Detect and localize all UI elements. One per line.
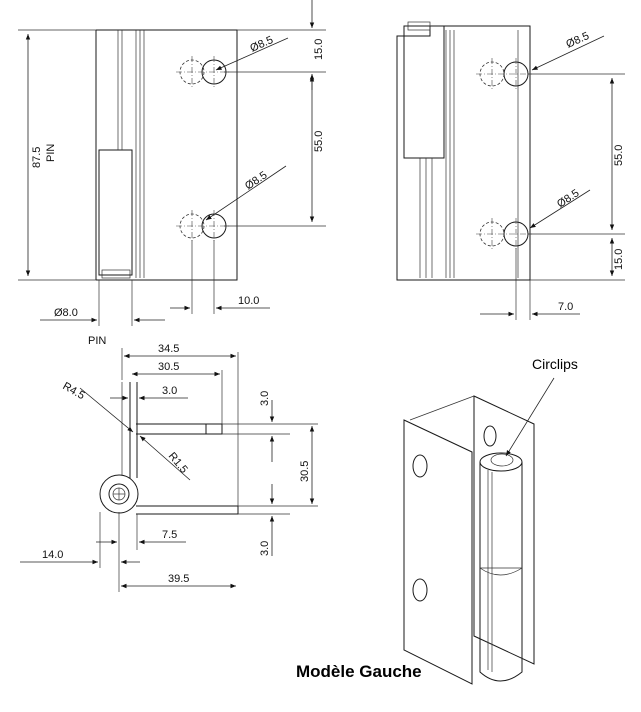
front-dim-mid: 55.0: [313, 131, 325, 152]
circlips-callout: Circlips: [532, 356, 578, 372]
front-dia-top: Ø8.5: [248, 34, 275, 55]
top-radius-inner: R1.5: [166, 450, 190, 476]
side-dia-bottom: Ø8.5: [555, 187, 581, 210]
iso-view: Circlips: [403, 356, 578, 685]
side-dim-mid: 55.0: [613, 145, 625, 166]
figure-caption: Modèle Gauche: [296, 662, 422, 681]
front-pin-label: PIN: [45, 144, 57, 162]
top-view: 34.5 30.5 3.0 PIN R4.5 R1.5 3.0 30.5 3.0…: [20, 335, 318, 592]
top-d-30-5: 30.5: [158, 361, 179, 373]
side-view: 55.0 15.0 Ø8.5 Ø8.5 7.0: [396, 21, 625, 320]
top-pin-label: PIN: [88, 335, 106, 347]
top-d-34-5: 34.5: [158, 343, 179, 355]
front-dim-top: 15.0: [313, 39, 325, 60]
front-dia-bottom: Ø8.5: [243, 169, 269, 192]
side-dim-width: 7.0: [558, 301, 573, 313]
top-d-14-0: 14.0: [42, 549, 63, 561]
top-d-30-5-v: 30.5: [299, 461, 311, 482]
front-view: 87.5 PIN 15.0 55.0 Ø8.5 Ø8.5 Ø8.0 10.0: [18, 0, 326, 326]
front-dia-pin: Ø8.0: [54, 307, 78, 319]
front-height-dim: 87.5: [31, 147, 43, 168]
side-dim-bottom: 15.0: [613, 249, 625, 270]
top-d-3-0-b: 3.0: [259, 391, 271, 406]
top-d-39-5: 39.5: [168, 573, 189, 585]
top-d-3-0-a: 3.0: [162, 385, 177, 397]
top-radius-outer: R4.5: [61, 380, 87, 402]
top-d-7-5: 7.5: [162, 529, 177, 541]
top-d-3-0-c: 3.0: [259, 541, 271, 556]
front-dim-bottom: 10.0: [238, 295, 259, 307]
side-dia-top: Ø8.5: [564, 30, 591, 51]
